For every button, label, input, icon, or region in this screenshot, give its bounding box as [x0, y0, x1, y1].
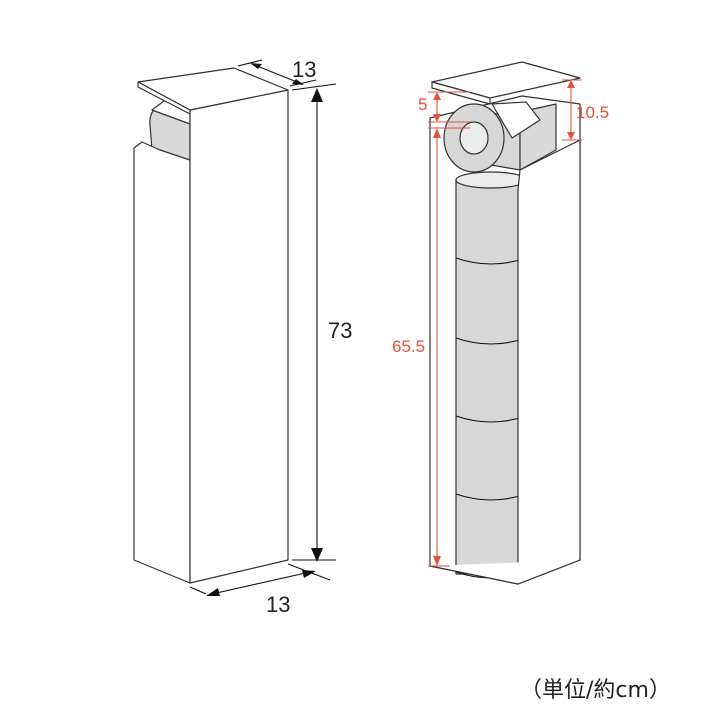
cutaway-holder: [429, 61, 581, 585]
side-face: [189, 89, 289, 584]
label-top-section: 10.5: [576, 103, 609, 122]
dim-depth-top: 13: [237, 57, 316, 87]
lid-thickness: [137, 81, 191, 115]
label-storage-height: 65.5: [392, 337, 425, 356]
lid-right-thickness: [431, 81, 491, 105]
dim-height-total: 73: [291, 83, 352, 562]
dim-storage-height: 65.5: [392, 127, 470, 567]
label-height-total: 73: [328, 318, 352, 343]
label-width-bottom: 13: [266, 592, 290, 617]
roll-stack: [455, 171, 527, 579]
unit-note: （単位/約cm）: [520, 678, 671, 703]
roll-top: [455, 171, 527, 189]
dim-top-section: 10.5: [562, 79, 609, 141]
side-wall: [517, 139, 581, 585]
roll-body: [455, 179, 527, 575]
base-plate: [429, 559, 581, 585]
closed-holder: [133, 67, 289, 584]
inner-flap-right: [491, 101, 541, 139]
label-cover-clearance: 5: [418, 95, 427, 114]
dim-width-bottom: 13: [189, 563, 331, 617]
label-depth-top: 13: [292, 57, 316, 82]
dim-cover-clearance: 5: [418, 91, 470, 123]
front-face: [133, 141, 191, 584]
